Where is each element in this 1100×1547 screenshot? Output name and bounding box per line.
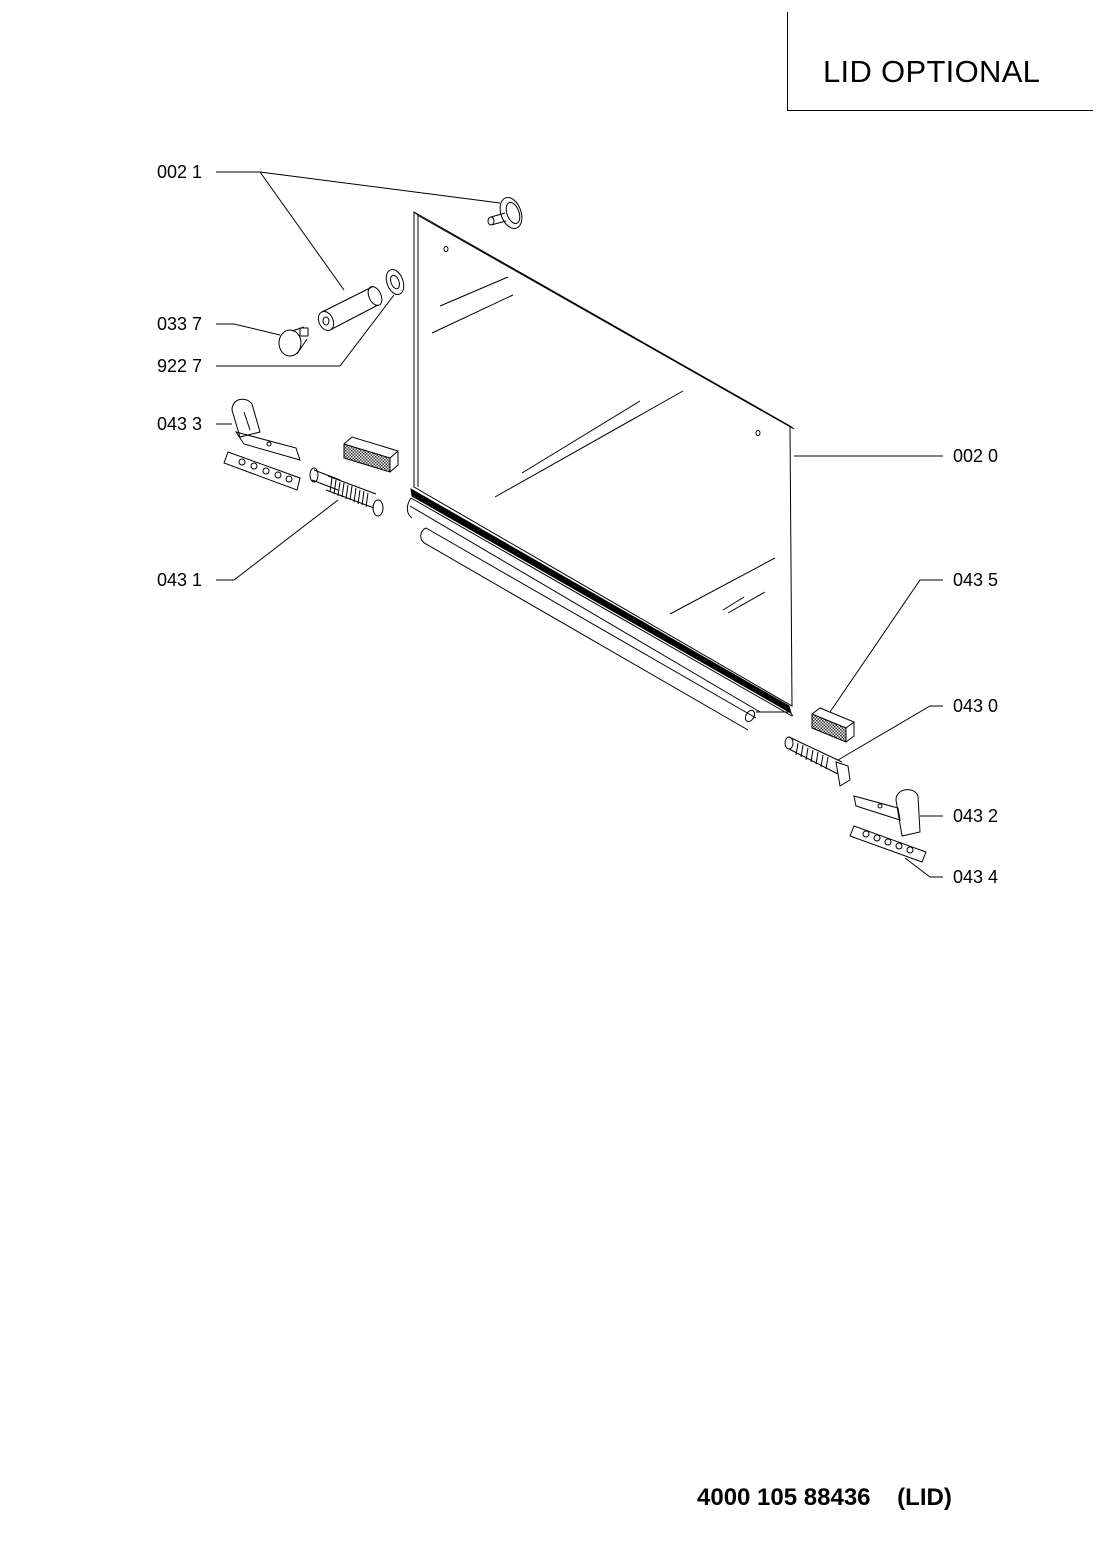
document-number: 4000 105 88436 (LID) — [697, 1484, 952, 1511]
washer-part-9227 — [385, 268, 405, 296]
hinge-part-0433 — [223, 398, 301, 491]
hinge-part-0432 — [853, 789, 921, 837]
plate-part-0434 — [849, 825, 927, 863]
leader-lines — [216, 171, 943, 878]
page-title: LID OPTIONAL — [823, 54, 1041, 89]
callout-0434: 043 4 — [953, 867, 999, 887]
callout-0433: 043 3 — [157, 414, 203, 434]
glass-panel — [413, 211, 795, 707]
knob-part-0021 — [487, 197, 523, 229]
callout-0431: 043 1 — [157, 570, 203, 590]
callout-0435: 043 5 — [953, 570, 999, 590]
callout-9227: 922 7 — [157, 356, 203, 376]
callout-0337: 033 7 — [157, 314, 203, 334]
spring-pin-0431 — [309, 467, 384, 517]
callout-0020: 002 0 — [953, 446, 999, 466]
callout-0432: 043 2 — [953, 806, 999, 826]
callout-0430: 043 0 — [953, 696, 999, 716]
callout-0021: 002 1 — [157, 162, 203, 182]
pad-left — [343, 436, 400, 473]
title-box: LID OPTIONAL — [787, 12, 1093, 111]
button-part-0337 — [278, 326, 309, 357]
sleeve-part — [317, 286, 383, 332]
spring-pin-0430 — [784, 736, 851, 787]
pad-part-0435 — [811, 707, 856, 743]
bottom-rail — [406, 488, 794, 731]
